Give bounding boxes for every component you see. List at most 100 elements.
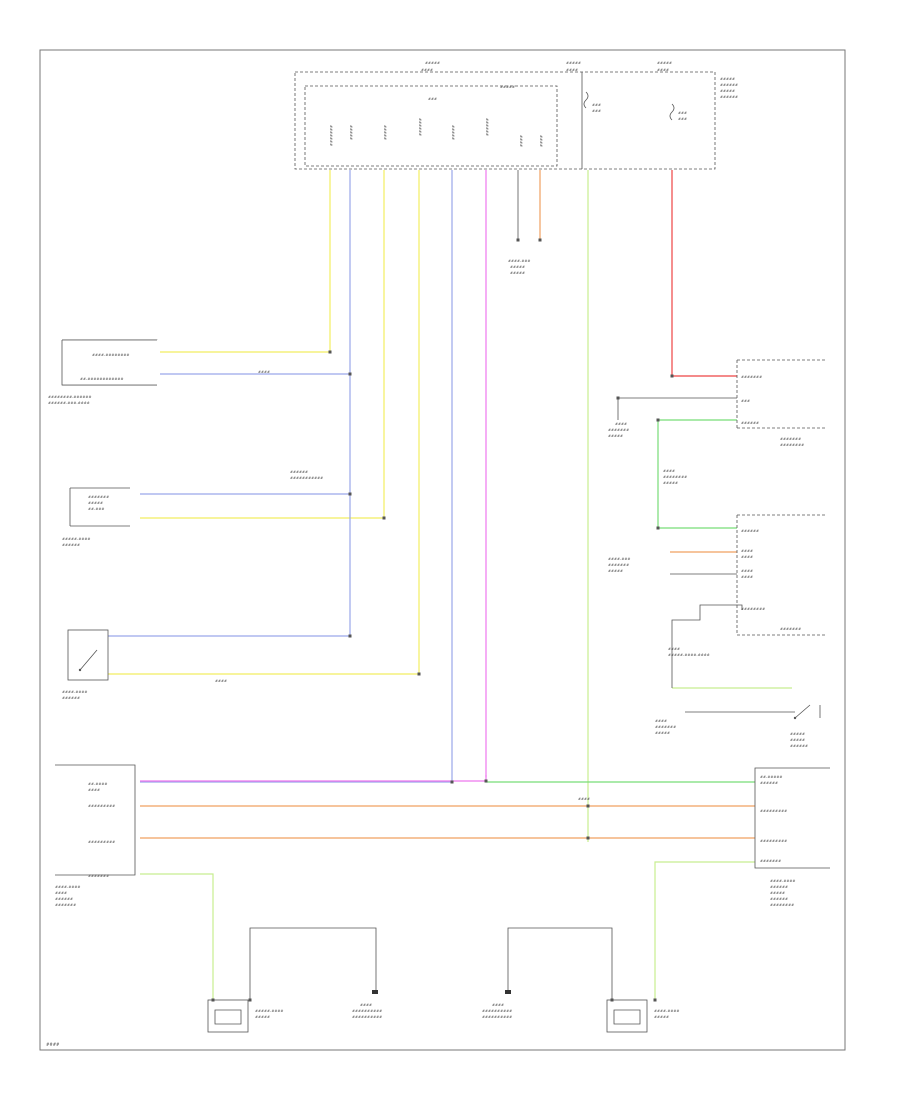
svg-text:#######: ####### — [88, 495, 109, 499]
svg-text:##########: ########## — [352, 1009, 382, 1013]
figure-id: #### — [46, 1042, 60, 1047]
svg-text:####-####: ####-#### — [770, 879, 795, 883]
svg-text:####: #### — [360, 1003, 372, 1007]
junction-dot-3 — [348, 492, 352, 496]
junction-dot-16 — [211, 998, 215, 1002]
svg-text:####: #### — [741, 549, 753, 553]
svg-text:#####: ##### — [655, 731, 670, 735]
svg-text:#####: ##### — [608, 569, 623, 573]
junction-dot-13 — [656, 526, 660, 530]
svg-text:####: #### — [663, 469, 675, 473]
right-component-1: ####### ### ###### ####### ######## — [736, 359, 825, 447]
junction-dot-14 — [516, 238, 520, 242]
svg-text:#######: ####### — [760, 859, 781, 863]
svg-text:####: #### — [741, 569, 753, 573]
wire-violet-5 — [108, 494, 351, 637]
top-pin-labels: ####### ##### ##### ###### ##### ###### … — [329, 118, 543, 147]
svg-text:#####: ##### — [451, 125, 455, 140]
svg-text:###: ### — [678, 111, 687, 115]
svg-text:####: #### — [741, 555, 753, 559]
svg-text:####: #### — [657, 68, 669, 72]
left-component-4: ##-######## ######### ######### ####### … — [55, 764, 136, 907]
svg-text:#####: ##### — [790, 738, 805, 742]
svg-text:#######: ####### — [608, 563, 629, 567]
svg-text:#####: ##### — [663, 481, 678, 485]
svg-text:####: #### — [655, 719, 667, 723]
svg-text:#######: ####### — [55, 903, 76, 907]
svg-text:##########: ########## — [352, 1015, 382, 1019]
svg-text:########-######: ########-###### — [48, 395, 91, 399]
wire-yellow-2 — [140, 170, 385, 519]
svg-text:########: ######## — [780, 443, 804, 447]
wire-green-17 — [657, 419, 737, 529]
svg-text:####: #### — [578, 797, 590, 801]
wire-line-26 — [507, 927, 613, 1000]
junction-dot-17 — [653, 998, 657, 1002]
rear-lock-motor: ####-#### ##### — [606, 999, 679, 1033]
svg-text:###: ### — [741, 399, 750, 403]
svg-text:######: ###### — [741, 421, 759, 425]
svg-text:########: ######## — [770, 903, 794, 907]
svg-text:#####: ##### — [425, 61, 440, 65]
right-component-4: ##-########### ######### ######### #####… — [754, 767, 830, 907]
svg-text:####: #### — [539, 135, 543, 147]
svg-text:####: #### — [88, 788, 100, 792]
svg-text:#####: ##### — [510, 265, 525, 269]
svg-text:###: ### — [428, 97, 437, 101]
svg-text:#####: ##### — [255, 1015, 270, 1019]
junction-dot-8 — [586, 804, 590, 808]
svg-text:#######: ####### — [780, 437, 801, 441]
junction-dot-6 — [450, 780, 454, 784]
wire-line-24 — [671, 604, 743, 688]
junction-dot-12 — [656, 418, 660, 422]
svg-text:####-###: ####-### — [508, 259, 530, 263]
svg-text:####-###: ####-### — [608, 557, 630, 561]
svg-text:######: ###### — [760, 781, 778, 785]
diagram-border — [39, 49, 846, 1051]
svg-text:#####: ##### — [720, 89, 735, 93]
wire-light_green-16 — [654, 861, 755, 1000]
svg-text:#######: ####### — [88, 874, 109, 878]
svg-text:######: ###### — [62, 543, 80, 547]
junction-dot-19 — [610, 998, 614, 1002]
svg-text:####-########: ####-######## — [92, 353, 129, 357]
right-component-3: ##### ##### ###### — [790, 704, 821, 748]
wire-red-11 — [671, 170, 737, 377]
svg-text:###: ### — [592, 103, 601, 107]
svg-text:######: ###### — [770, 885, 788, 889]
svg-text:####: #### — [421, 68, 433, 72]
top-module: ######### ######### ######### ##########… — [294, 61, 738, 170]
svg-text:#########: ######### — [88, 804, 115, 808]
svg-text:#####: ##### — [566, 61, 581, 65]
svg-text:#####: ##### — [790, 732, 805, 736]
junction-dot-9 — [586, 836, 590, 840]
junction-dot-18 — [248, 998, 252, 1002]
junction-dot-0 — [328, 350, 332, 354]
svg-text:#######: ####### — [329, 125, 333, 146]
junction-dot-4 — [417, 672, 421, 676]
svg-text:###: ### — [678, 117, 687, 121]
wire-line-25 — [249, 927, 377, 1000]
svg-text:####: #### — [492, 1003, 504, 1007]
wire-yellow-4 — [108, 170, 420, 675]
svg-text:#####: ##### — [510, 271, 525, 275]
svg-text:####-####: ####-#### — [55, 885, 80, 889]
svg-text:####-####: ####-#### — [62, 690, 87, 694]
svg-text:######: ###### — [720, 83, 738, 87]
junction-dot-2 — [382, 516, 386, 520]
wire-green-12 — [485, 781, 755, 783]
svg-text:####: #### — [519, 135, 523, 147]
junction-dot-5 — [348, 634, 352, 638]
junction-dot-1 — [348, 372, 352, 376]
svg-text:########: ######## — [663, 475, 687, 479]
svg-text:######: ###### — [55, 897, 73, 901]
wire-pink-9 — [140, 775, 487, 782]
svg-text:#####-####: #####-#### — [255, 1009, 283, 1013]
svg-text:######: ###### — [720, 95, 738, 99]
svg-text:#####: ##### — [654, 1015, 669, 1019]
svg-text:#####: ##### — [720, 77, 735, 81]
svg-text:#######: ####### — [608, 428, 629, 432]
svg-text:####: #### — [258, 370, 270, 374]
svg-text:####-####: ####-#### — [654, 1009, 679, 1013]
